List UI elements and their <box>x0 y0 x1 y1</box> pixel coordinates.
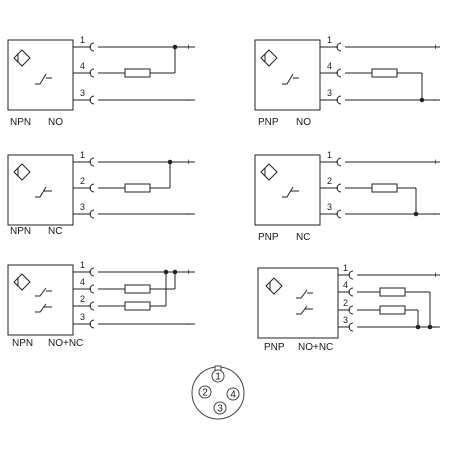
diagram-npn-nc <box>7 154 195 226</box>
pin-label: 1 <box>327 150 332 160</box>
pin-label: 3 <box>80 202 85 212</box>
connector-pin <box>213 401 227 415</box>
load-resistor <box>371 183 398 193</box>
minus-terminal: - <box>187 95 190 105</box>
sensor-icon <box>13 49 31 67</box>
output-type-label: NO <box>48 117 63 128</box>
sensor-body <box>254 39 321 111</box>
load-resistor <box>379 305 406 315</box>
minus-terminal: - <box>433 322 436 332</box>
no-switch-icon <box>282 73 299 85</box>
plus-terminal: + <box>186 42 191 52</box>
load-resistor <box>124 183 151 193</box>
sensor-type-label: PNP <box>258 232 279 243</box>
nc-switch-icon <box>35 303 52 313</box>
connector-pin <box>211 369 225 383</box>
sensor-body <box>7 264 74 336</box>
diagram-npn-no-labels: 1 4 3 + - NPN NO <box>10 35 191 128</box>
sensor-body <box>254 154 321 226</box>
minus-terminal: - <box>187 319 190 329</box>
diagram-pnp-nc <box>254 154 440 226</box>
sensor-icon <box>13 163 31 181</box>
diagram-pnp-nc-labels: 1 2 3 + - PNP NC <box>258 150 438 243</box>
pin-label: 4 <box>343 280 348 290</box>
pin-label: 1 <box>327 35 332 45</box>
pin-label: 3 <box>343 315 348 325</box>
plus-terminal: + <box>186 267 191 277</box>
minus-terminal: - <box>187 209 190 219</box>
nc-switch-icon <box>282 186 299 198</box>
output-type-label: NC <box>296 232 310 243</box>
pin-label: 4 <box>80 277 85 287</box>
diagram-npn-no-nc <box>7 264 195 336</box>
no-switch-icon <box>296 289 313 299</box>
output-type-label: NO+NC <box>298 342 333 353</box>
sensor-icon <box>260 49 278 67</box>
minus-terminal: - <box>433 209 436 219</box>
output-type-label: NC <box>48 226 62 237</box>
sensor-icon <box>260 163 278 181</box>
connector-pinout: 1 2 3 4 <box>191 365 245 420</box>
load-resistor <box>124 68 151 78</box>
connector-pin <box>198 385 212 399</box>
sensor-type-label: PNP <box>264 342 285 353</box>
no-switch-icon <box>35 287 52 297</box>
pin-label: 1 <box>80 260 85 270</box>
pin-label: 3 <box>80 88 85 98</box>
nc-switch-icon <box>35 186 52 198</box>
connector-pin-number: 3 <box>217 404 223 415</box>
sensor-type-label: NPN <box>10 226 31 237</box>
sensor-type-label: NPN <box>10 117 31 128</box>
pin-label: 4 <box>327 61 332 71</box>
nc-switch-icon <box>296 305 313 315</box>
diagram-pnp-no <box>254 39 440 111</box>
diagram-pnp-no-labels: 1 4 3 + - PNP NO <box>258 35 438 128</box>
pin-label: 2 <box>80 294 85 304</box>
load-resistor <box>379 287 406 297</box>
diagram-npn-no <box>7 39 195 111</box>
load-resistor <box>124 301 151 311</box>
plus-terminal: + <box>433 270 438 280</box>
sensor-body <box>7 39 74 111</box>
connector-pin-number: 2 <box>202 388 208 399</box>
no-switch-icon <box>35 73 52 85</box>
pin-label: 1 <box>80 150 85 160</box>
sensor-type-label: PNP <box>258 117 279 128</box>
pin-label: 2 <box>327 176 332 186</box>
pin-label: 4 <box>80 61 85 71</box>
load-resistor <box>124 284 151 294</box>
plus-terminal: + <box>433 157 438 167</box>
sensor-type-label: NPN <box>12 338 33 349</box>
connector-pin-number: 4 <box>230 390 236 401</box>
connector-pin <box>226 387 240 401</box>
pin-label: 1 <box>343 263 348 273</box>
plus-terminal: + <box>186 157 191 167</box>
minus-terminal: - <box>433 95 436 105</box>
connector-pin-number: 1 <box>215 372 221 383</box>
pin-label: 2 <box>343 298 348 308</box>
load-resistor <box>371 68 398 78</box>
pin-label: 3 <box>80 312 85 322</box>
sensor-icon <box>13 273 31 291</box>
output-type-label: NO <box>296 117 311 128</box>
pin-label: 2 <box>80 176 85 186</box>
sensor-body <box>257 267 339 339</box>
pin-label: 1 <box>80 35 85 45</box>
pin-label: 3 <box>327 88 332 98</box>
output-type-label: NO+NC <box>48 338 83 349</box>
plus-terminal: + <box>433 42 438 52</box>
diagram-pnp-no-nc <box>257 267 440 339</box>
pin-label: 3 <box>327 202 332 212</box>
sensor-icon <box>265 277 283 295</box>
diagram-npn-no-nc-labels: 1 4 2 3 + - NPN NO+NC <box>12 260 191 349</box>
diagram-pnp-no-nc-labels: 1 4 2 3 + - PNP NO+NC <box>264 263 438 353</box>
diagram-npn-nc-labels: 1 2 3 + - NPN NC <box>10 150 191 237</box>
sensor-body <box>7 154 74 226</box>
